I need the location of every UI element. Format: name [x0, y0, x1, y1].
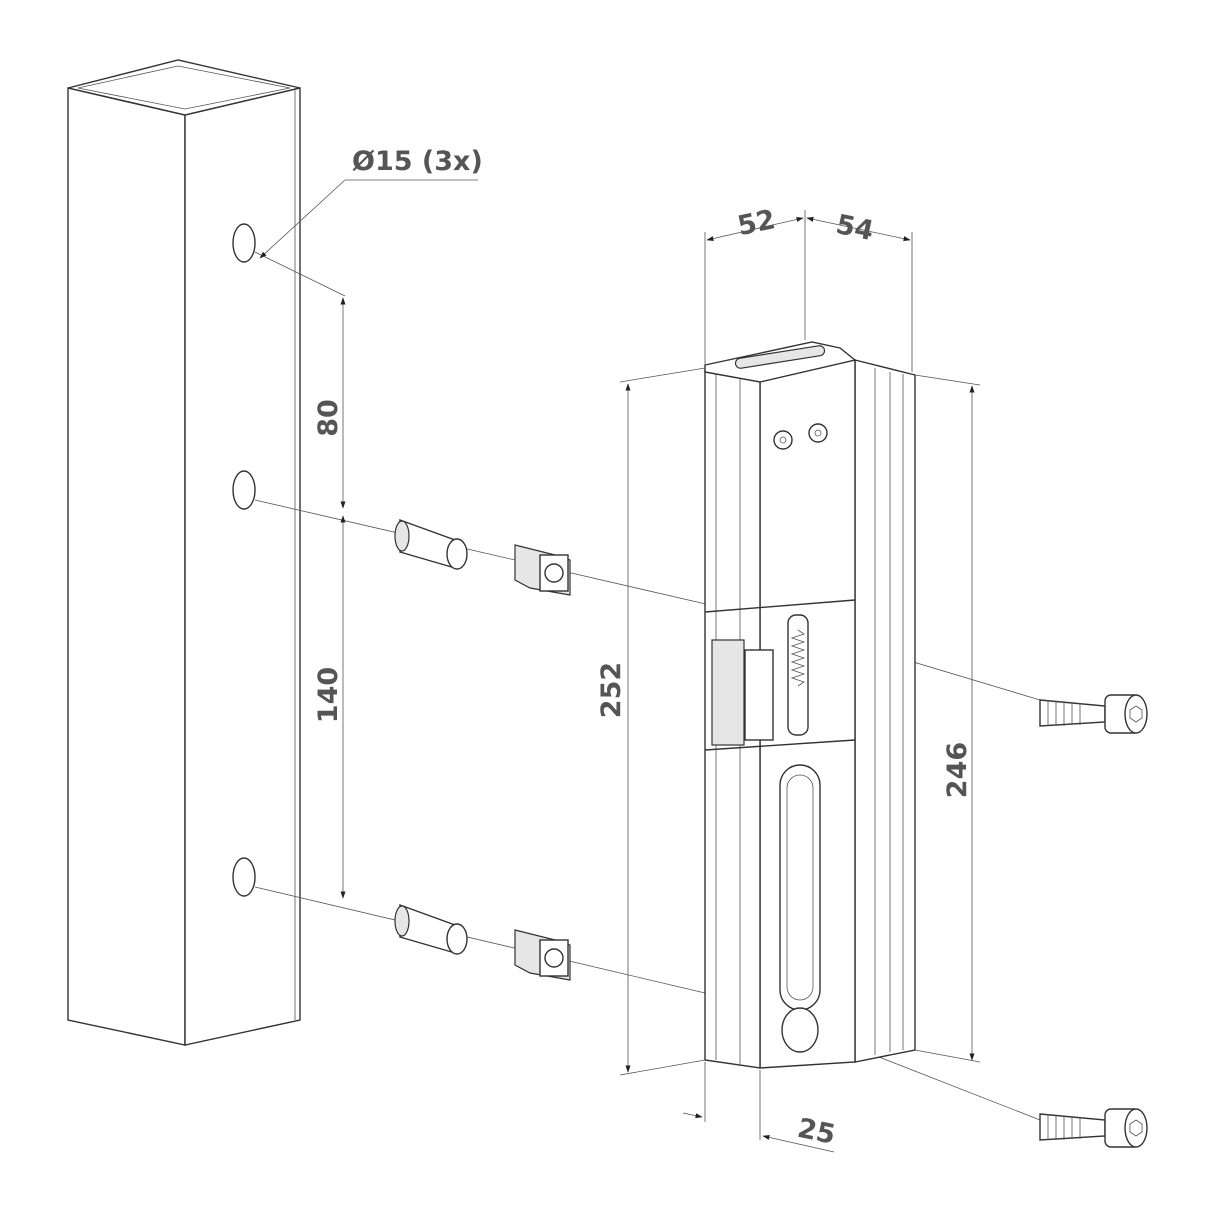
axis-lines [254, 251, 1041, 1121]
post-holes [232, 223, 256, 897]
height-246-label: 246 [942, 742, 973, 798]
socket-head-screw-bottom [1039, 1108, 1148, 1148]
hole-spacing-dimensions: 80 140 [313, 297, 346, 899]
square-post [67, 59, 301, 1046]
nylon-bushing-top [394, 519, 468, 570]
spacing-140-label: 140 [313, 667, 344, 723]
hole-diameter-callout: Ø15 (3x) [259, 146, 483, 259]
strike-dimensions: 52 54 252 246 25 [596, 204, 981, 1153]
square-insert-bottom [514, 929, 571, 981]
socket-head-screw-top [1039, 694, 1148, 734]
width-52-label: 52 [735, 204, 778, 242]
height-252-label: 252 [596, 662, 627, 718]
nylon-bushing-bottom [394, 904, 468, 955]
square-insert-top [514, 544, 571, 596]
electric-strike-keep [704, 341, 916, 1069]
hole-diameter-label: Ø15 (3x) [352, 146, 483, 177]
offset-25-label: 25 [795, 1113, 838, 1151]
depth-54-label: 54 [833, 209, 876, 247]
spacing-80-label: 80 [313, 399, 344, 437]
